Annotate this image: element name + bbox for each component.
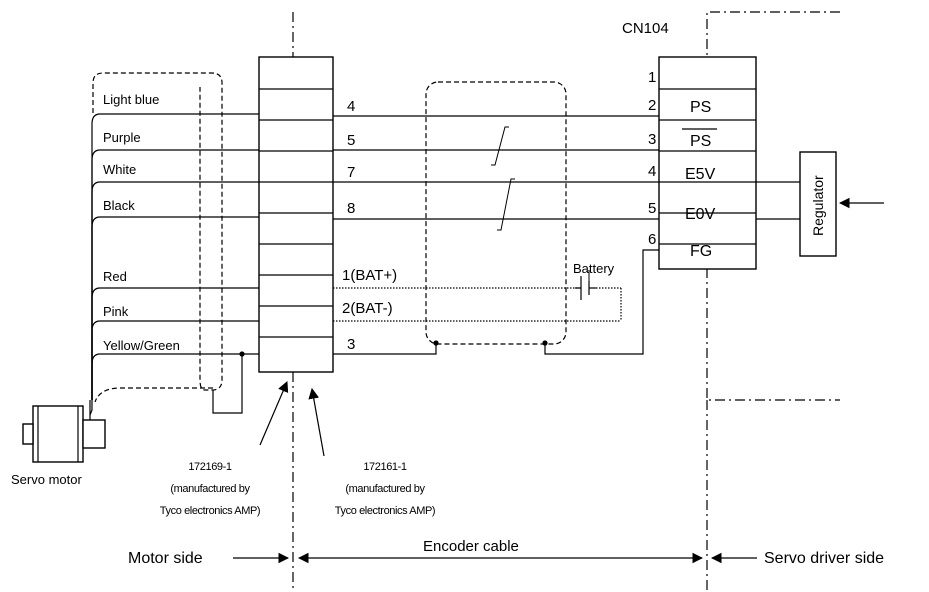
servo-motor-label: Servo motor bbox=[11, 472, 82, 487]
wire-color-label: White bbox=[103, 162, 136, 177]
wire-color-label: Yellow/Green bbox=[103, 338, 180, 353]
regulator-label: Regulator bbox=[810, 175, 826, 236]
cn104-pin-numbers: 1 2 3 4 5 6 bbox=[648, 69, 656, 248]
cable-pin-label: 3 bbox=[347, 336, 355, 353]
encoder-cable-shield bbox=[425, 81, 567, 345]
twisted-pair-mark bbox=[497, 178, 515, 231]
cable-pin-label: 5 bbox=[347, 132, 355, 149]
wire-color-label: Pink bbox=[103, 304, 129, 319]
motor-cable-shield bbox=[92, 72, 223, 391]
fg-wire bbox=[544, 249, 659, 355]
cable-pin-label: 2(BAT-) bbox=[342, 300, 393, 317]
pin-number: 5 bbox=[648, 200, 656, 217]
connector-pointer-arrow bbox=[308, 387, 325, 457]
wire-color-labels: Light blue Purple White Black Red Pink Y… bbox=[103, 92, 180, 353]
cable-pin-label: 4 bbox=[347, 98, 355, 115]
motor-connector-block bbox=[258, 56, 334, 373]
servo-motor-icon bbox=[22, 400, 106, 463]
battery-label: Battery bbox=[573, 261, 615, 276]
twisted-pair-mark bbox=[491, 126, 509, 166]
motor-wires bbox=[89, 113, 259, 416]
driver-outline-top bbox=[706, 11, 840, 60]
connector-title: CN104 bbox=[622, 20, 669, 37]
cn104-connector-block bbox=[658, 56, 757, 270]
manufacturer-line: (manufactured by bbox=[170, 483, 250, 495]
cable-pin-label: 8 bbox=[347, 200, 355, 217]
motor-side-label: Motor side bbox=[128, 550, 203, 567]
part-number: 172169-1 bbox=[188, 461, 232, 473]
wire-color-label: Purple bbox=[103, 130, 141, 145]
pin-number: 6 bbox=[648, 231, 656, 248]
pin-number: 1 bbox=[648, 69, 656, 86]
wire-color-label: Light blue bbox=[103, 92, 159, 107]
servo-driver-side-label: Servo driver side bbox=[764, 550, 884, 567]
signal-label: E0V bbox=[685, 206, 716, 223]
pin-number: 3 bbox=[648, 131, 656, 148]
right-connector-part-info: 172161-1 (manufactured by Tyco electroni… bbox=[335, 461, 436, 517]
signal-label: PS bbox=[690, 133, 711, 150]
battery-circuit bbox=[333, 270, 622, 322]
junction-dot bbox=[542, 340, 548, 346]
manufacturer-line: Tyco electronics AMP) bbox=[160, 505, 260, 517]
junction-dot bbox=[239, 351, 245, 357]
driver-outline-bottom bbox=[706, 268, 840, 401]
motor-shield-drain bbox=[94, 387, 213, 403]
cable-pin-label: 1(BAT+) bbox=[342, 267, 397, 284]
drain-wire bbox=[333, 343, 437, 355]
left-connector-part-info: 172169-1 (manufactured by Tyco electroni… bbox=[160, 461, 261, 517]
cable-pin-labels: 4 5 7 8 1(BAT+) 2(BAT-) 3 bbox=[342, 98, 397, 353]
pin-number: 4 bbox=[648, 163, 656, 180]
pin-number: 2 bbox=[648, 97, 656, 114]
signal-label: E5V bbox=[685, 166, 716, 183]
encoder-cable-label: Encoder cable bbox=[423, 538, 519, 555]
junction-dot bbox=[433, 340, 439, 346]
manufacturer-line: Tyco electronics AMP) bbox=[335, 505, 435, 517]
wire-color-label: Black bbox=[103, 198, 135, 213]
wire-color-label: Red bbox=[103, 269, 127, 284]
encoder-cable-wires bbox=[333, 115, 659, 220]
cable-pin-label: 7 bbox=[347, 164, 355, 181]
part-number: 172161-1 bbox=[363, 461, 407, 473]
cn104-signal-labels: PS PS E5V E0V FG bbox=[685, 99, 716, 260]
connector-pointer-arrow bbox=[259, 381, 289, 446]
regulator-box bbox=[756, 151, 837, 257]
signal-label: FG bbox=[690, 243, 712, 260]
signal-label: PS bbox=[690, 99, 711, 116]
manufacturer-line: (manufactured by bbox=[345, 483, 425, 495]
